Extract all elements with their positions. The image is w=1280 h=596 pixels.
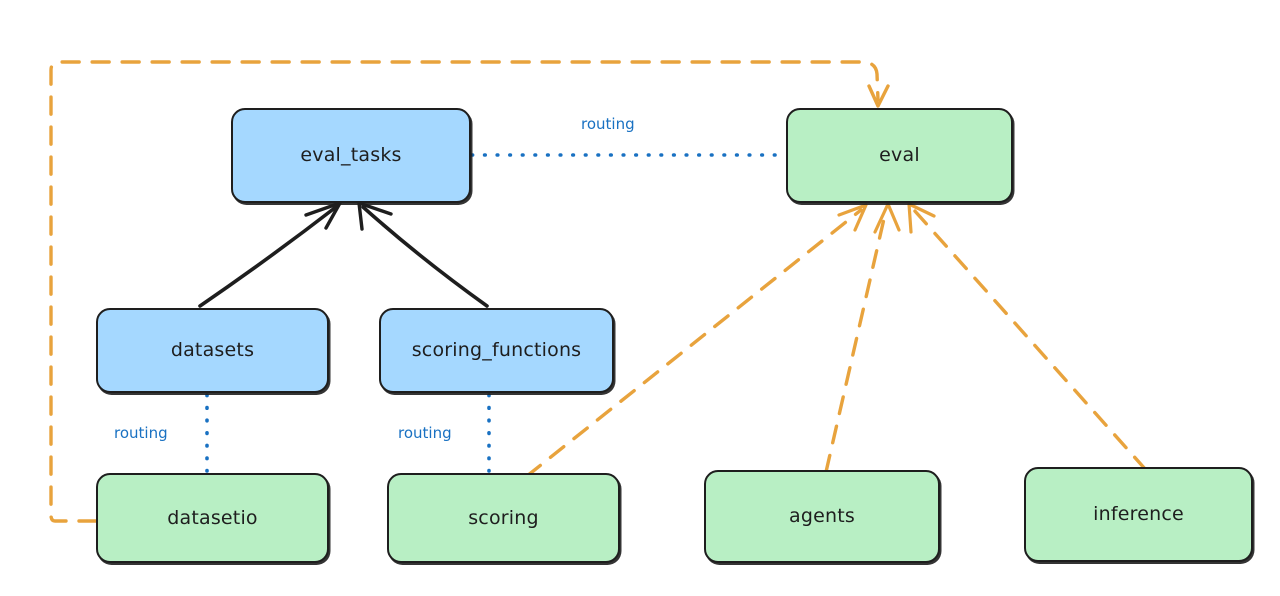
edge-agents-to-eval [824, 202, 901, 474]
node-label: eval_tasks [300, 144, 402, 167]
node-label: scoring [468, 506, 539, 529]
node-inference[interactable]: inference [1024, 467, 1253, 562]
edge-scoring_functions-to-eval_tasks [357, 201, 489, 308]
node-eval-tasks[interactable]: eval_tasks [231, 108, 471, 203]
edge-datasetio-to-eval [49, 60, 890, 523]
edge-label-routing-scoring-functions-scoring: routing [398, 424, 452, 442]
node-eval[interactable]: eval [786, 108, 1013, 203]
node-datasetio[interactable]: datasetio [96, 473, 329, 563]
edge-label-routing-eval-tasks-eval: routing [581, 115, 635, 133]
node-agents[interactable]: agents [704, 470, 940, 563]
edge-inference-to-eval [907, 202, 1148, 472]
edge-label-routing-datasets-datasetio: routing [114, 424, 168, 442]
edge-datasets-to-eval_tasks [198, 201, 342, 308]
node-scoring[interactable]: scoring [387, 473, 620, 563]
node-label: datasets [170, 339, 255, 362]
node-label: agents [789, 505, 855, 528]
node-label: inference [1093, 503, 1184, 526]
node-label: eval [879, 144, 920, 167]
edge-scoring-to-eval [525, 203, 868, 478]
node-label: datasetio [167, 506, 258, 529]
node-datasets[interactable]: datasets [96, 308, 329, 393]
node-scoring-functions[interactable]: scoring_functions [379, 308, 614, 393]
node-label: scoring_functions [411, 339, 582, 362]
